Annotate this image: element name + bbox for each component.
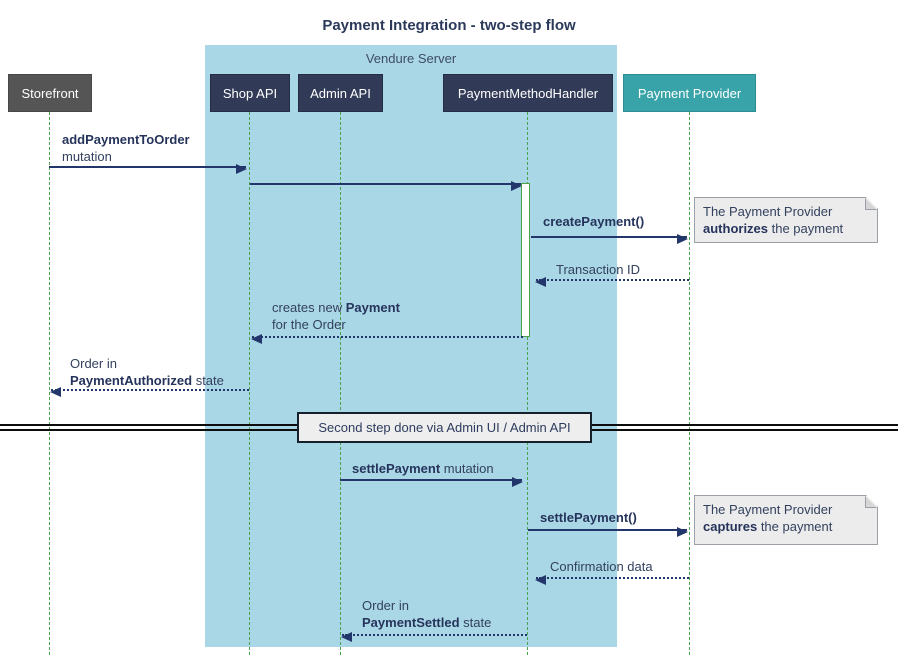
message-label-part: settlePayment	[352, 461, 441, 476]
participant-payment-provider-label: Payment Provider	[637, 86, 742, 101]
participant-admin-api-label: Admin API	[310, 86, 371, 101]
message-settle-payment-call-arrow	[528, 527, 688, 537]
lifeline-payment-provider	[689, 112, 690, 655]
message-label-part: state	[459, 615, 492, 630]
activation-bar-payment-method-handler	[521, 183, 530, 337]
message-label-part: Payment	[345, 300, 400, 315]
message-creates-payment-label: creates new Payment for the Order	[272, 299, 400, 333]
participant-admin-api: Admin API	[298, 74, 383, 112]
arrowhead-left-icon	[251, 334, 262, 344]
message-label-part: Order in	[362, 598, 409, 613]
participant-payment-method-handler: PaymentMethodHandler	[443, 74, 613, 112]
lifeline-storefront	[49, 112, 50, 655]
arrowhead-left-icon	[535, 575, 546, 585]
participant-storefront: Storefront	[8, 74, 92, 112]
message-label-part: mutation	[440, 461, 494, 476]
note-fold-icon	[865, 198, 877, 210]
message-label-part: Confirmation data	[550, 559, 653, 574]
arrowhead-left-icon	[341, 632, 352, 642]
divider-label: Second step done via Admin UI / Admin AP…	[318, 420, 571, 435]
message-payment-settled-label: Order in PaymentSettled state	[362, 597, 491, 631]
note-text-bold: captures	[703, 519, 758, 534]
arrowhead-left-icon	[535, 277, 546, 287]
participant-shop-api-label: Shop API	[222, 86, 278, 101]
lifeline-shop-api	[249, 112, 250, 655]
message-confirmation-data-arrow	[535, 575, 689, 585]
message-label-part: creates new	[272, 300, 346, 315]
arrowhead-right-icon	[677, 527, 688, 537]
lifeline-admin-api	[340, 112, 341, 655]
message-settle-payment-call-label: settlePayment()	[540, 509, 637, 526]
message-label-part: mutation	[62, 149, 112, 164]
message-label-part: addPaymentToOrder	[62, 132, 190, 147]
participant-payment-provider: Payment Provider	[623, 74, 756, 112]
message-creates-payment-arrow	[251, 334, 523, 344]
message-label-part: settlePayment()	[540, 510, 637, 525]
message-create-payment-arrow	[531, 234, 688, 244]
message-label-part: PaymentSettled	[362, 615, 460, 630]
message-transaction-id-label: Transaction ID	[556, 261, 640, 278]
lifeline-payment-method-handler	[527, 112, 528, 655]
message-label-part: state	[192, 373, 224, 388]
message-payment-authorized-label: Order in PaymentAuthorized state	[70, 355, 224, 389]
note-text: the payment	[768, 221, 844, 236]
note-authorizes: The Payment Provider authorizes the paym…	[694, 197, 878, 243]
note-captures: The Payment Provider captures the paymen…	[694, 495, 878, 545]
participant-storefront-label: Storefront	[21, 86, 79, 101]
message-add-payment-to-order-label: addPaymentToOrder mutation	[62, 131, 190, 165]
message-payment-authorized-arrow	[50, 387, 249, 397]
message-settle-payment-mutation-arrow	[340, 477, 523, 487]
message-shop-api-to-handler-arrow	[250, 181, 522, 191]
message-payment-settled-arrow	[341, 632, 527, 642]
arrowhead-right-icon	[236, 164, 247, 174]
note-text: The Payment Provider	[703, 502, 833, 517]
arrowhead-right-icon	[677, 234, 688, 244]
diagram-title: Payment Integration - two-step flow	[322, 17, 576, 34]
message-add-payment-to-order-arrow	[49, 164, 247, 174]
vendure-server-frame-label: Vendure Server	[365, 51, 457, 66]
message-transaction-id-arrow	[535, 277, 689, 287]
message-label-part: for the Order	[272, 317, 346, 332]
message-settle-payment-mutation-label: settlePayment mutation	[352, 460, 494, 477]
note-text-bold: authorizes	[703, 221, 769, 236]
message-label-part: Order in	[70, 356, 117, 371]
note-text: the payment	[757, 519, 833, 534]
message-label-part: Transaction ID	[556, 262, 641, 277]
message-create-payment-label: createPayment()	[543, 213, 644, 230]
participant-shop-api: Shop API	[210, 74, 290, 112]
message-label-part: createPayment()	[543, 214, 645, 229]
message-label-part: PaymentAuthorized	[70, 373, 193, 388]
participant-payment-method-handler-label: PaymentMethodHandler	[457, 86, 599, 101]
note-fold-icon	[865, 496, 877, 508]
arrowhead-left-icon	[50, 387, 61, 397]
note-text: The Payment Provider	[703, 204, 833, 219]
arrowhead-right-icon	[511, 181, 522, 191]
vendure-server-frame	[205, 45, 617, 647]
divider-box: Second step done via Admin UI / Admin AP…	[297, 412, 592, 443]
arrowhead-right-icon	[512, 477, 523, 487]
message-confirmation-data-label: Confirmation data	[550, 558, 653, 575]
